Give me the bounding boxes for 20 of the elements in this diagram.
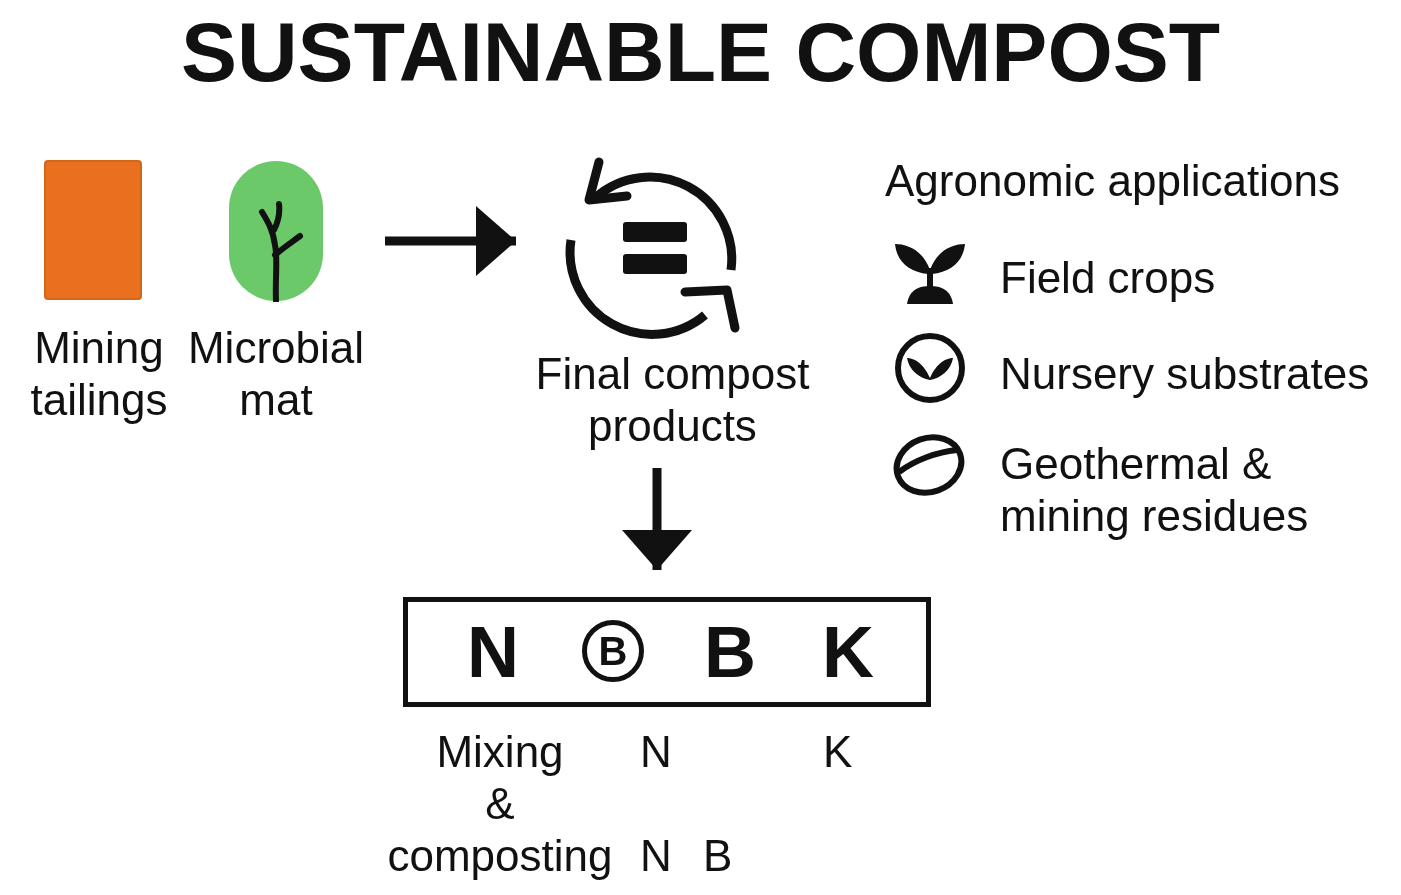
text-label: N <box>640 830 672 882</box>
nutrient-box <box>403 597 931 707</box>
element-letter: K <box>821 614 875 690</box>
circled-letter: B <box>582 620 644 682</box>
element-letter: B <box>703 614 757 690</box>
text-label: N <box>640 726 672 778</box>
arrow <box>385 206 516 276</box>
arrow <box>622 468 692 570</box>
text-label: Geothermal & mining residues <box>1000 438 1310 542</box>
node-label: Mining tailings <box>29 322 169 426</box>
node-label: Final compost products <box>534 348 811 452</box>
element-letter: N <box>466 614 520 690</box>
text-label: B <box>703 830 733 882</box>
text-label: Nursery substrates <box>1000 348 1370 400</box>
section-heading: Agronomic applications <box>885 155 1340 207</box>
text-label: Field crops <box>1000 252 1216 304</box>
text-label: K <box>823 726 853 778</box>
title: SUSTAINABLE COMPOST <box>179 4 1222 100</box>
text-label: Mixing & composting <box>386 726 614 882</box>
node-label: Microbial mat <box>186 322 365 426</box>
